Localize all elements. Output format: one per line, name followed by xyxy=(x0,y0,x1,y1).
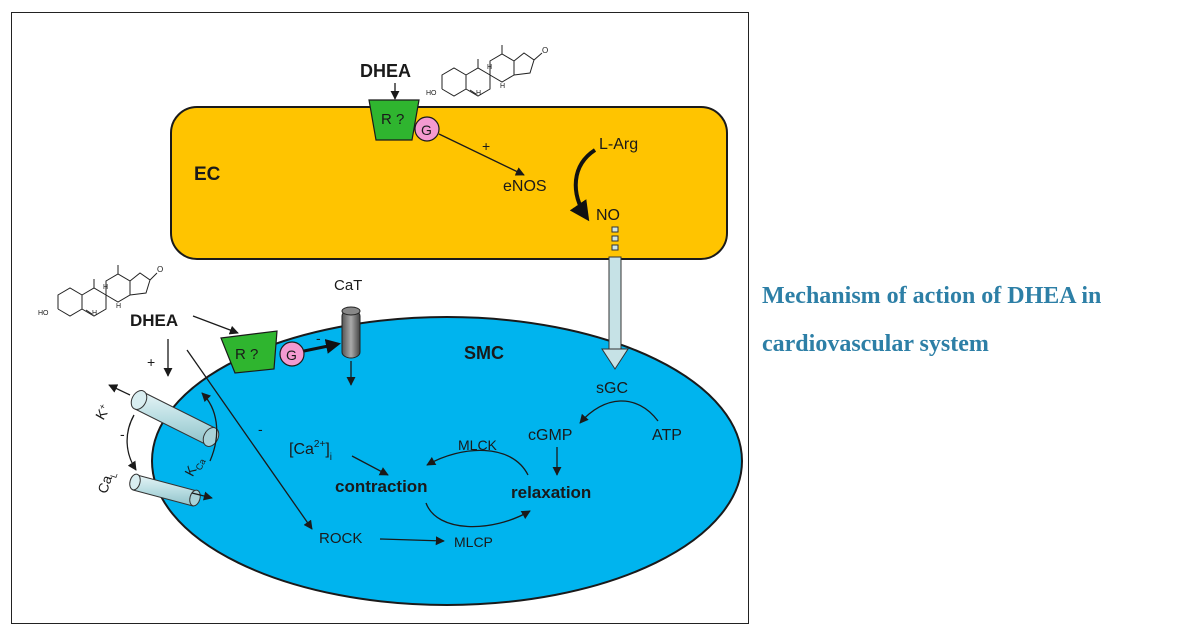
contraction-to-relaxation-arrow xyxy=(425,502,531,528)
no-label: NO xyxy=(596,207,620,224)
smc-cell xyxy=(151,316,743,606)
o-label-top: O xyxy=(542,46,548,55)
g-protein-top-label: G xyxy=(421,122,432,138)
dhea-molecule-top xyxy=(441,45,543,97)
ho-label-left: HO xyxy=(38,310,49,317)
smc-label: SMC xyxy=(464,343,504,363)
kca-label: KCa xyxy=(181,453,208,480)
h-label-left-3: H xyxy=(92,310,97,317)
k-to-cal-arrow xyxy=(126,414,137,471)
dhea-left-label: DHEA xyxy=(130,311,178,330)
mlcp-label: MLCP xyxy=(454,534,493,550)
ec-label: EC xyxy=(194,164,221,185)
ca-i-label: [Ca2+]i xyxy=(289,439,332,463)
dhea-top-label: DHEA xyxy=(360,61,411,81)
cat-channel xyxy=(341,309,361,359)
receptor-smc xyxy=(220,330,278,374)
ho-label-top: HO xyxy=(426,90,437,97)
minus-cat: - xyxy=(316,330,321,346)
receptor-top-label: R ? xyxy=(381,111,404,128)
plus-enos: + xyxy=(482,138,490,154)
l-arg-label: L-Arg xyxy=(599,136,638,153)
l-arg-to-no-arrow xyxy=(569,148,597,222)
atp-to-cgmp-arrow xyxy=(579,400,659,424)
k-efflux-arrow xyxy=(108,384,131,396)
cat-label: CaT xyxy=(334,277,362,294)
h-label-left-1: H xyxy=(103,284,108,291)
dhea-to-receptor-arrow xyxy=(192,315,239,335)
ca-to-contraction-arrow xyxy=(351,455,389,476)
minus-rock: - xyxy=(258,421,263,437)
dhea-mechanism-diagram: EC SMC HO O H H H DHEA R ? G + eNOS L-Ar… xyxy=(38,45,743,606)
cgmp-label: cGMP xyxy=(528,427,572,444)
rock-label: ROCK xyxy=(319,530,362,547)
cal-label: CaL xyxy=(94,469,119,497)
dhea-to-rock-arrow xyxy=(186,349,313,530)
caption-line-1: Mechanism of action of DHEA in xyxy=(762,283,1102,309)
minus-cal: - xyxy=(120,426,125,442)
g-protein-smc xyxy=(279,341,305,367)
dhea-molecule-left xyxy=(57,265,158,317)
mlck-arrow xyxy=(426,449,529,476)
g-to-cat-arrow xyxy=(303,339,341,354)
receptor-smc-label: R ? xyxy=(235,346,258,363)
o-label-left: O xyxy=(157,265,163,274)
cal-influx-arrow xyxy=(191,491,213,501)
enos-label: eNOS xyxy=(503,178,547,195)
receptor-top xyxy=(368,99,420,141)
kca-curve-arrow xyxy=(201,392,218,462)
ec-cell xyxy=(170,106,728,260)
g-protein-smc-label: G xyxy=(286,347,297,363)
plus-k-channel: + xyxy=(147,354,155,370)
k-channel xyxy=(130,390,220,447)
diagram-frame: EC SMC HO O H H H DHEA R ? G + eNOS L-Ar… xyxy=(11,12,749,624)
sgc-label: sGC xyxy=(596,380,628,397)
h-label-left-2: H xyxy=(116,303,121,310)
mlck-label: MLCK xyxy=(458,437,498,453)
rock-to-mlcp-arrow xyxy=(379,536,445,546)
h-label-top-3: H xyxy=(476,90,481,97)
no-diffusion-arrow xyxy=(601,226,629,370)
figure-caption: Mechanism of action of DHEA in cardiovas… xyxy=(762,272,1194,368)
caption-line-2: cardiovascular system xyxy=(762,331,989,357)
g-to-enos-arrow xyxy=(438,133,525,176)
h-label-top-2: H xyxy=(500,83,505,90)
h-label-top-1: H xyxy=(487,64,492,71)
contraction-label: contraction xyxy=(335,477,428,496)
g-protein-top xyxy=(414,116,440,142)
relaxation-label: relaxation xyxy=(511,483,591,502)
k-plus-label: K+ xyxy=(92,402,113,423)
atp-label: ATP xyxy=(652,427,682,444)
